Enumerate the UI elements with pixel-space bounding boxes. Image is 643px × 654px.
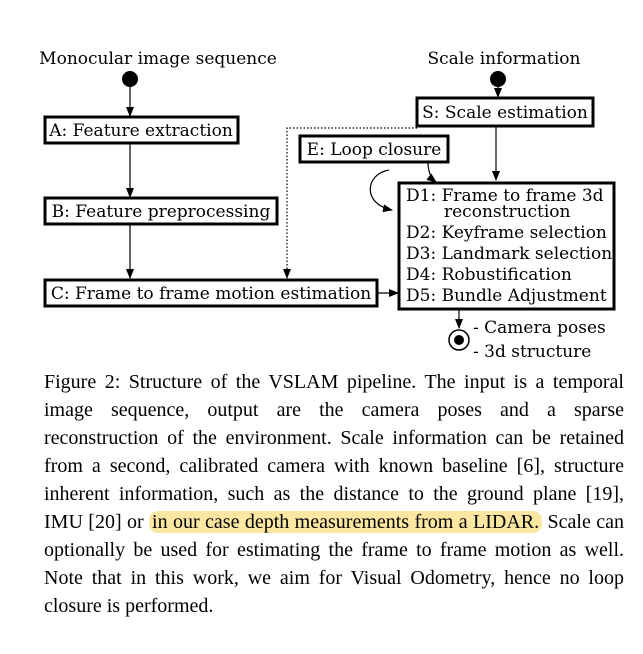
input-label: Monocular image sequence — [39, 49, 277, 69]
figure-caption: Figure 2: Structure of the VSLAM pipelin… — [44, 368, 624, 620]
node-b-box — [43, 196, 279, 226]
node-d4-label: D4: Robustification — [406, 265, 572, 285]
scale-start-node — [490, 71, 506, 87]
caption-highlight: in our case depth measurements from a LI… — [149, 511, 543, 533]
input-start-node — [122, 71, 138, 87]
node-d-box — [397, 181, 616, 311]
output-camera-poses: - Camera poses — [473, 318, 606, 338]
node-c-box — [43, 278, 379, 308]
loop-arrow — [369, 169, 393, 213]
node-d5-label: D5: Bundle Adjustment — [406, 286, 607, 306]
vslam-pipeline-diagram: Monocular image sequence A: Feature extr… — [39, 49, 616, 362]
caption-text-end: Scale can optionally be used for estimat… — [44, 511, 624, 617]
node-d1-label-cont: reconstruction — [444, 202, 571, 222]
node-d3-label: D3: Landmark selection — [406, 244, 612, 264]
node-d2-label: D2: Keyframe selection — [406, 223, 607, 243]
node-d1-label: D1: Frame to frame 3d — [406, 186, 604, 206]
node-a-label: A: Feature extraction — [48, 121, 233, 141]
dotted-arrow-s-to-c — [283, 127, 417, 279]
node-b-label: B: Feature preprocessing — [52, 202, 271, 222]
output-end-node-inner — [454, 335, 464, 345]
node-c-label: C: Frame to frame motion estimation — [51, 284, 371, 304]
node-a-box — [43, 115, 240, 145]
node-s-box — [415, 96, 595, 128]
node-e-box — [298, 134, 450, 164]
caption-text: Figure 2: Structure of the VSLAM pipelin… — [44, 371, 624, 533]
scale-label: Scale information — [428, 49, 581, 69]
output-3d-structure: - 3d structure — [473, 342, 591, 362]
arrow-e-to-d — [426, 161, 437, 183]
node-s-label: S: Scale estimation — [422, 103, 588, 123]
node-e-label: E: Loop closure — [307, 140, 442, 160]
